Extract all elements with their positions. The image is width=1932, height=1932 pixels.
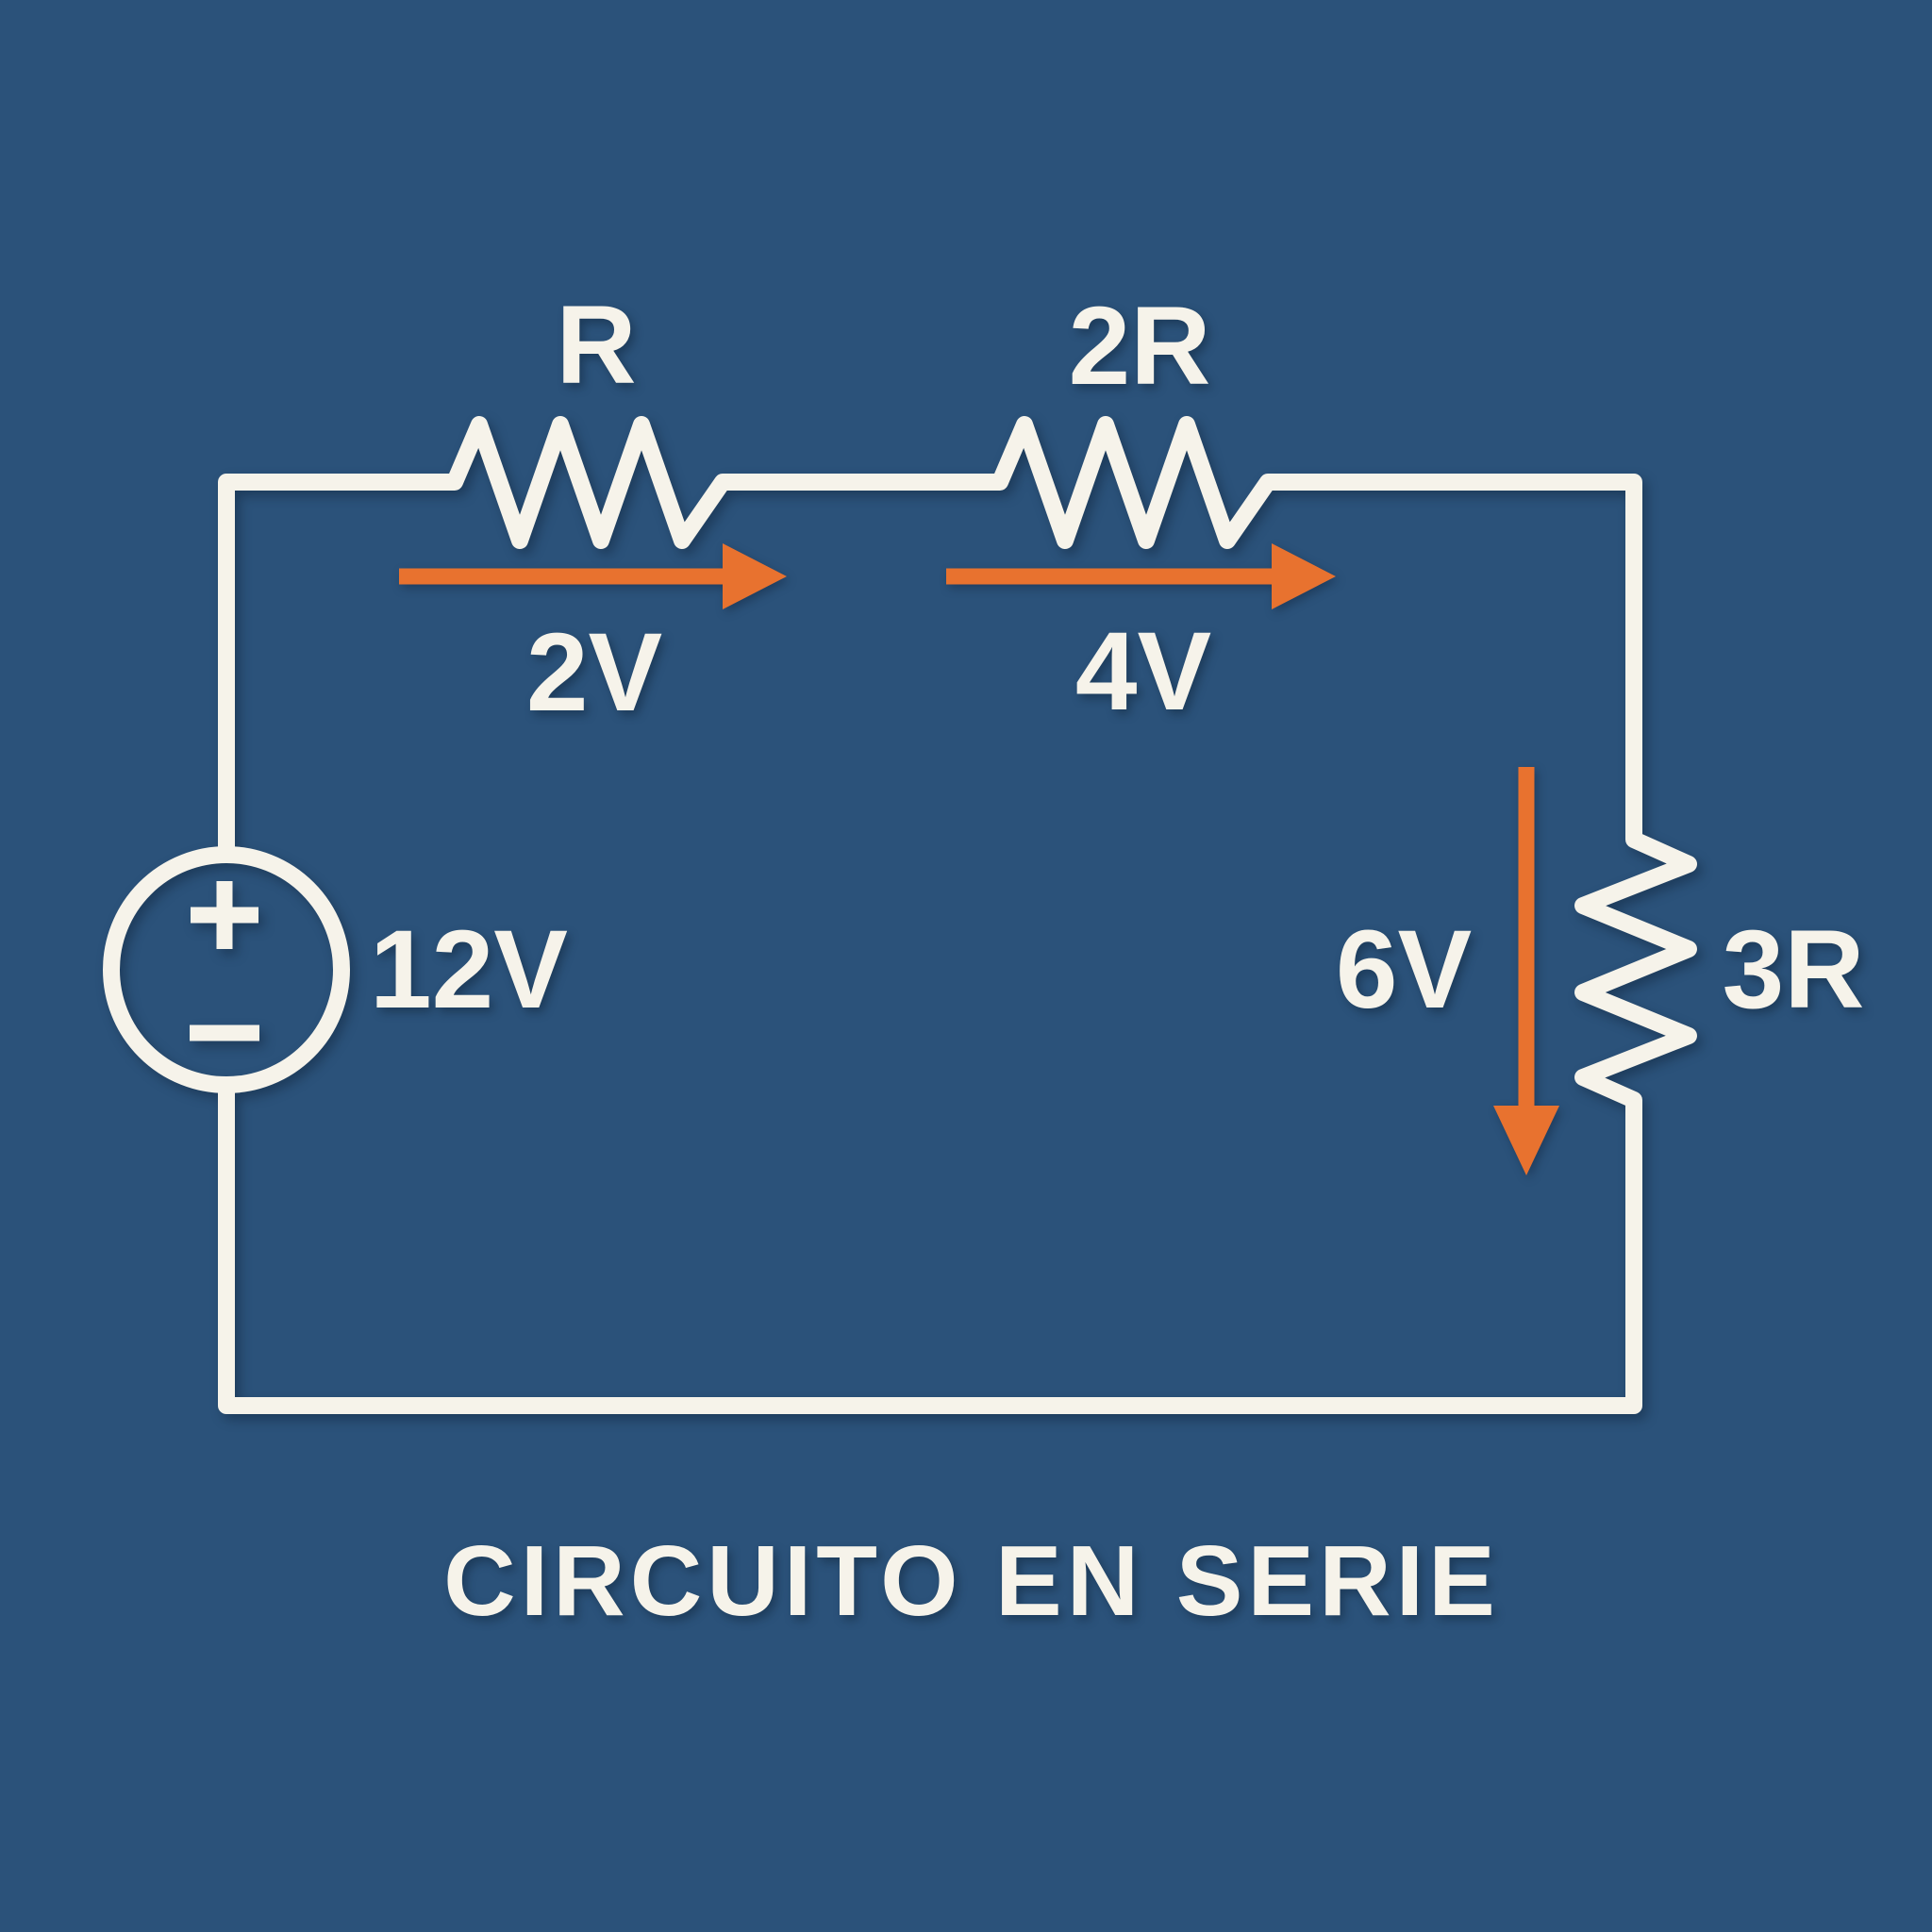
current-arrow-2v [399,543,787,609]
arrowhead-right-icon [1272,543,1336,609]
resistor-r-label: R [556,283,636,408]
source-voltage-label: 12V [370,908,568,1032]
voltage-drop-6v-label: 6V [1336,908,1472,1032]
voltage-drop-4v-label: 4V [1075,609,1211,734]
circuit-wires [103,416,1697,1414]
resistor-3r-label: 3R [1723,908,1865,1032]
arrowhead-down-icon [1493,1106,1559,1175]
diagram-title: CIRCUITO EN SERIE [443,1525,1500,1637]
current-arrow-4v [946,543,1336,609]
current-arrows [399,543,1559,1175]
current-arrow-6v [1493,767,1559,1175]
voltage-source-circle [103,846,350,1093]
circuit-labels: R 2R 2V 4V 12V 6V 3R CIRCUITO EN SERIE [370,283,1864,1637]
circuit-loop-wire [218,416,1697,1414]
arrowhead-right-icon [723,543,787,609]
plus-symbol [191,881,258,949]
voltage-drop-2v-label: 2V [526,610,662,735]
resistor-2r-label: 2R [1069,284,1211,408]
